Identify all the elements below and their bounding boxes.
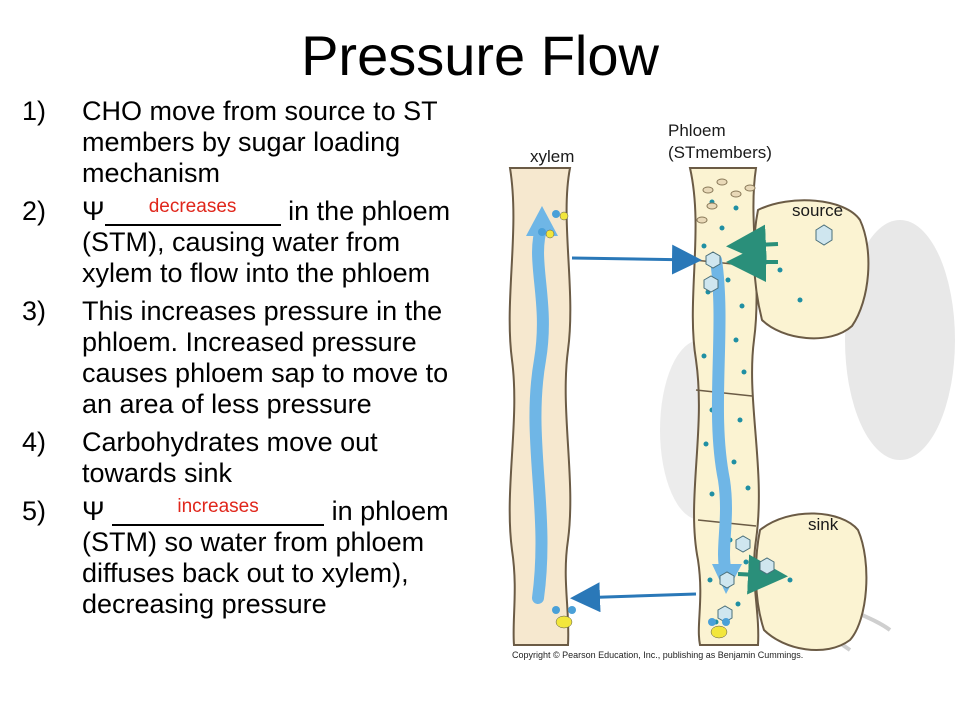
step-text: Carbohydrates move out towards sink: [82, 427, 378, 488]
slide-title: Pressure Flow: [301, 24, 659, 87]
sucrose-molecules: [703, 224, 833, 623]
step-number: 3): [22, 296, 47, 326]
phloem-downward-flow-arrow: [710, 254, 732, 578]
step-4: 4) Carbohydrates move out towards sink: [22, 427, 462, 489]
step-number: 2): [22, 196, 47, 226]
step-3: 3) This increases pressure in the phloem…: [22, 296, 462, 420]
fill-in-blank: decreases: [104, 196, 281, 226]
step-text: in the phloem (STM), causing water from …: [82, 196, 451, 288]
source-label: source: [792, 201, 844, 220]
psi-symbol: Ψ: [82, 496, 113, 526]
xylem-flow-arrowhead: [526, 206, 558, 236]
xylem-to-phloem-arrow: [571, 244, 702, 275]
step-5: 5) Ψ increases in phloem (STM) so water …: [22, 496, 462, 620]
phloem-to-xylem-arrow: [570, 582, 697, 613]
source-loading-arrow-1: [726, 224, 779, 265]
diagram-illustration: [508, 167, 955, 652]
step-text: This increases pressure in the phloem. I…: [82, 296, 449, 419]
blank-answer: increases: [177, 496, 259, 517]
cell-organelles: [696, 178, 756, 224]
xylem-label: xylem: [530, 147, 575, 166]
step-number: 1): [22, 96, 47, 126]
step-number: 4): [22, 427, 47, 457]
source-cell: [752, 199, 870, 340]
sink-cell: [754, 512, 868, 651]
step-1: 1) CHO move from source to ST members by…: [22, 96, 462, 189]
sink-unloading-arrow: [737, 554, 788, 595]
phloem-label: Phloem (STmembers): [668, 121, 772, 162]
xylem-upward-flow-arrow: [529, 220, 549, 604]
step-text: CHO move from source to ST members by su…: [82, 96, 438, 188]
fill-in-blank: increases: [112, 496, 325, 526]
copyright-notice: Copyright © Pearson Education, Inc., pub…: [512, 650, 804, 660]
step-number: 5): [22, 496, 47, 526]
psi-symbol: Ψ: [82, 196, 105, 226]
blank-answer: decreases: [148, 196, 237, 217]
step-text: in phloem (STM) so water from phloem dif…: [82, 496, 449, 619]
sink-label: sink: [808, 515, 839, 534]
pressure-flow-diagram: xylem Phloem (STmembers) source sink: [490, 110, 960, 670]
glucose-molecules: [538, 210, 730, 639]
pressure-flow-steps: 1) CHO move from source to ST members by…: [22, 96, 462, 627]
